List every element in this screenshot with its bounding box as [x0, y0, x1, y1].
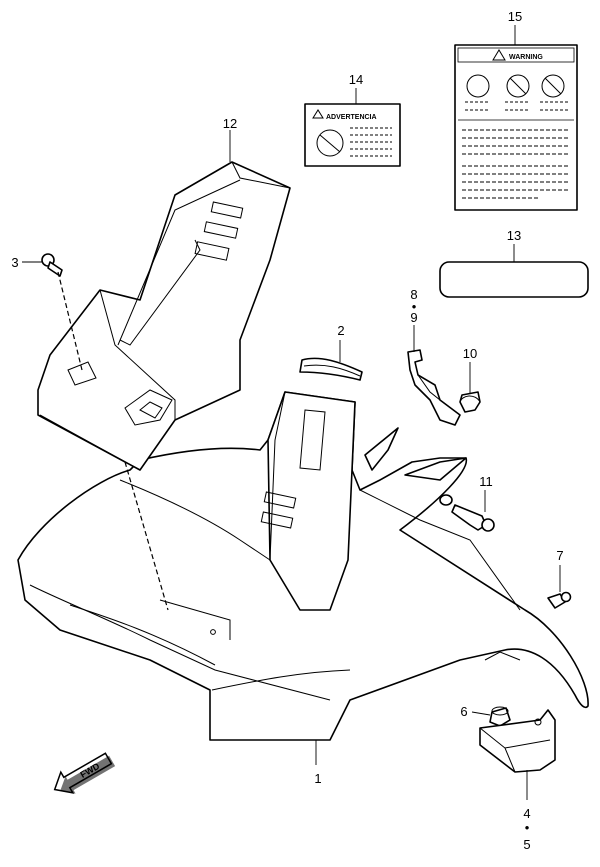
callout-9: 9	[410, 310, 417, 325]
center-panel	[37, 161, 291, 471]
label-part-13	[439, 261, 589, 298]
screw-part-7	[547, 591, 572, 609]
warning-title: WARNING	[509, 54, 543, 61]
leader-lines	[22, 25, 561, 800]
advertencia-title: ADVERTENCIA	[326, 114, 377, 121]
callout-11: 11	[479, 474, 493, 489]
callout-13: 13	[507, 228, 521, 243]
clip-part-2	[299, 357, 363, 381]
fwd-arrow-icon: FWD	[53, 752, 116, 794]
advertencia-label: ADVERTENCIA	[304, 103, 401, 167]
callout-12: 12	[223, 116, 237, 131]
warning-label: WARNING	[454, 44, 578, 211]
callout-7: 7	[556, 548, 563, 563]
callout-15: 15	[508, 9, 522, 24]
callout-3: 3	[11, 255, 18, 270]
screw-part-3	[41, 253, 63, 277]
callout-8: 8	[410, 287, 417, 302]
callout-4: 4	[523, 806, 530, 821]
callout-2: 2	[337, 323, 344, 338]
assembly-line-3	[57, 271, 83, 371]
bracket-part-8-9	[407, 349, 461, 426]
callout-1: 1	[314, 771, 321, 786]
grommet-part-10	[459, 391, 481, 413]
bracket-part-4-5	[479, 709, 556, 773]
callout-14: 14	[349, 72, 363, 87]
callout-10: 10	[463, 346, 477, 361]
callout-dot-4-5: •	[525, 820, 530, 835]
grommet-part-6	[489, 706, 511, 727]
front-fender	[17, 391, 589, 741]
assembly-line-12	[124, 461, 169, 611]
screw-part-11	[439, 494, 495, 532]
callout-5: 5	[523, 837, 530, 852]
callout-6: 6	[460, 704, 467, 719]
callout-dot-8-9: •	[412, 299, 417, 314]
